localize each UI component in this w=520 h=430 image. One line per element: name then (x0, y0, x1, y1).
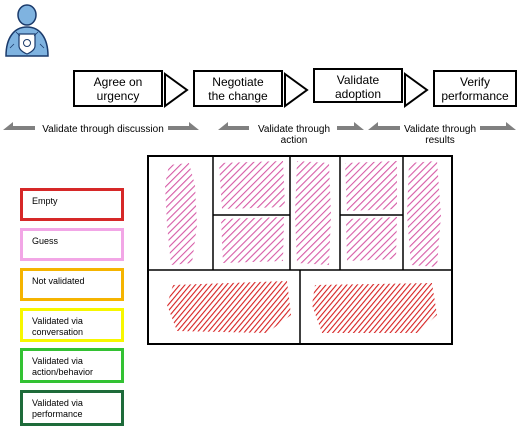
arrow-left-icon (368, 122, 400, 130)
stage-label: Validate adoption (334, 73, 382, 101)
chevron-right-icon (284, 72, 309, 108)
chevron-right-icon (164, 72, 189, 108)
hatch-cell-4a (345, 161, 397, 211)
legend-item-not-validated: Not validated (20, 268, 124, 301)
stage-verify-performance: Verify performance (433, 70, 517, 107)
stage-negotiate-the-change: Negotiate the change (193, 70, 283, 107)
legend-item-validated-action: Validated via action/behavior (20, 348, 124, 383)
stage-label: Verify performance (441, 74, 509, 103)
arrow-right-icon (480, 122, 516, 130)
legend-item-empty: Empty (20, 188, 124, 221)
legend-item-validated-performance: Validated via performance (20, 390, 124, 426)
arrow-right-icon (337, 122, 364, 130)
arrow-right-icon (168, 122, 199, 130)
stage-label: Agree on urgency (93, 74, 143, 103)
flow-triangles (3, 72, 516, 130)
stage-agree-on-urgency: Agree on urgency (73, 70, 163, 107)
legend-item-label: Guess (32, 236, 59, 246)
hatch-cell-4b (346, 217, 397, 261)
hatch-cell-3 (295, 161, 331, 265)
hatch-cell-2a (219, 161, 285, 209)
validate-results-label: Validate through results (403, 124, 477, 146)
legend-item-label: Not validated (32, 276, 85, 286)
hatch-cell-5 (407, 161, 441, 267)
legend-item-label: Validated via action/behavior (32, 356, 94, 377)
legend-item-label: Validated via conversation (32, 316, 84, 337)
validate-action-label: Validate through action (257, 124, 331, 146)
legend-item-label: Validated via performance (32, 398, 83, 419)
stage-label: Negotiate the change (208, 74, 268, 103)
hatch-cell-1 (165, 163, 197, 265)
canvas-grid (147, 155, 453, 345)
legend-item-label: Empty (32, 196, 58, 206)
legend-item-guess: Guess (20, 228, 124, 261)
stage-validate-adoption: Validate adoption (313, 68, 403, 103)
hatch-cell-2b (221, 217, 284, 263)
arrow-left-icon (218, 122, 249, 130)
hatch-cell-7 (312, 283, 437, 333)
arrow-left-icon (3, 122, 35, 130)
user-badge-icon (2, 2, 52, 60)
legend-item-validated-conversation: Validated via conversation (20, 308, 124, 342)
hatch-cell-6 (167, 281, 291, 333)
chevron-right-icon (404, 72, 429, 108)
validate-discussion-label: Validate through discussion (42, 124, 164, 135)
